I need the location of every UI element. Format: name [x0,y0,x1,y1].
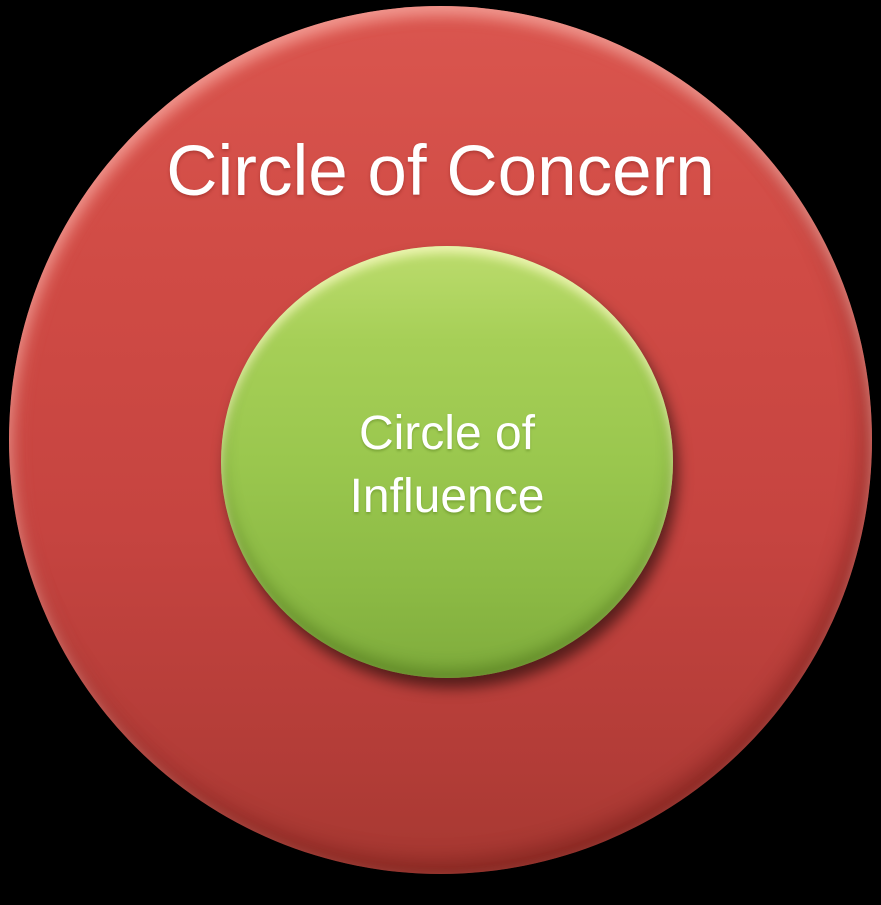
circle-of-concern-shape: Circle of Concern Circle of Influence [9,6,872,874]
circle-of-concern-label: Circle of Concern [166,132,715,211]
circle-of-influence-label-line1: Circle of [358,406,536,460]
circle-of-influence-shape: Circle of Influence [221,246,673,678]
circle-of-influence-label: Circle of Influence [350,402,545,529]
circle-of-influence-label-line2: Influence [349,470,545,523]
